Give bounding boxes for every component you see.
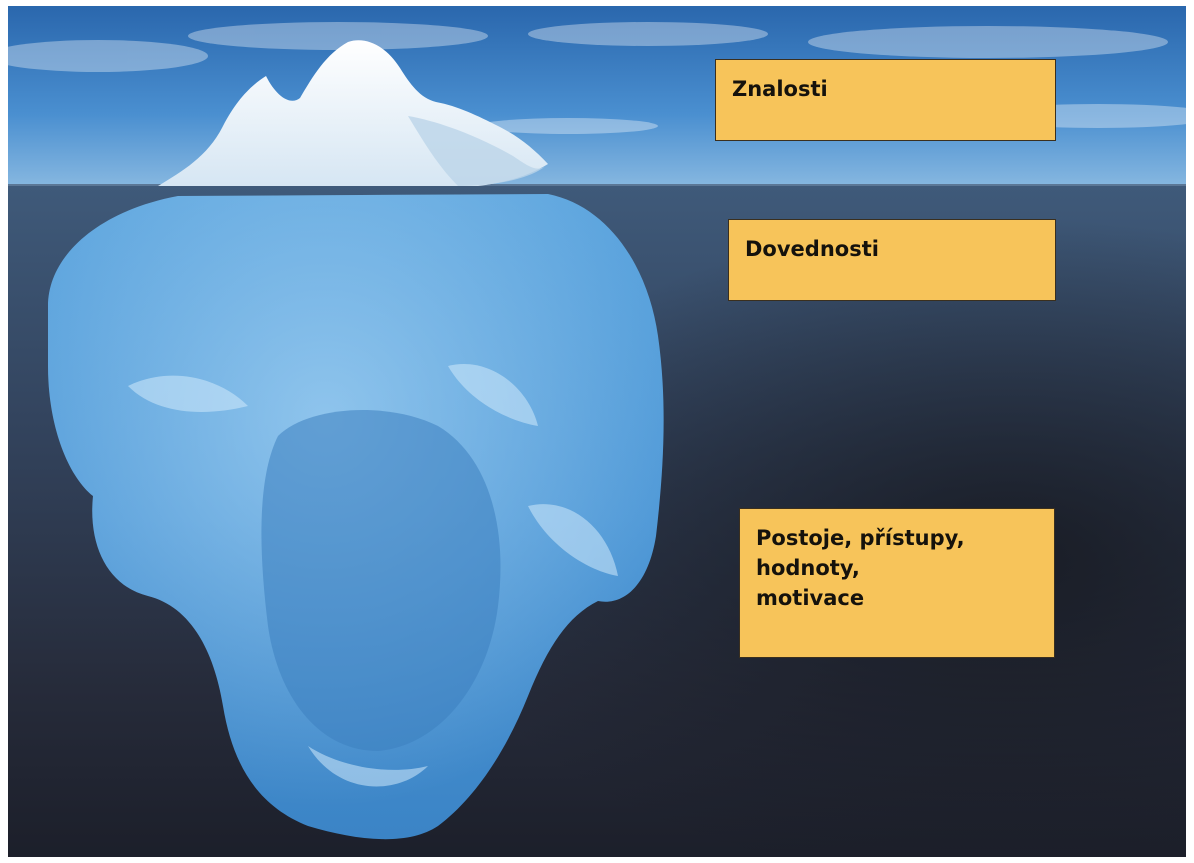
label-skills: Dovednosti — [728, 219, 1056, 301]
label-knowledge: Znalosti — [715, 59, 1056, 141]
label-attitudes: Postoje, přístupy, hodnoty, motivace — [739, 508, 1055, 658]
